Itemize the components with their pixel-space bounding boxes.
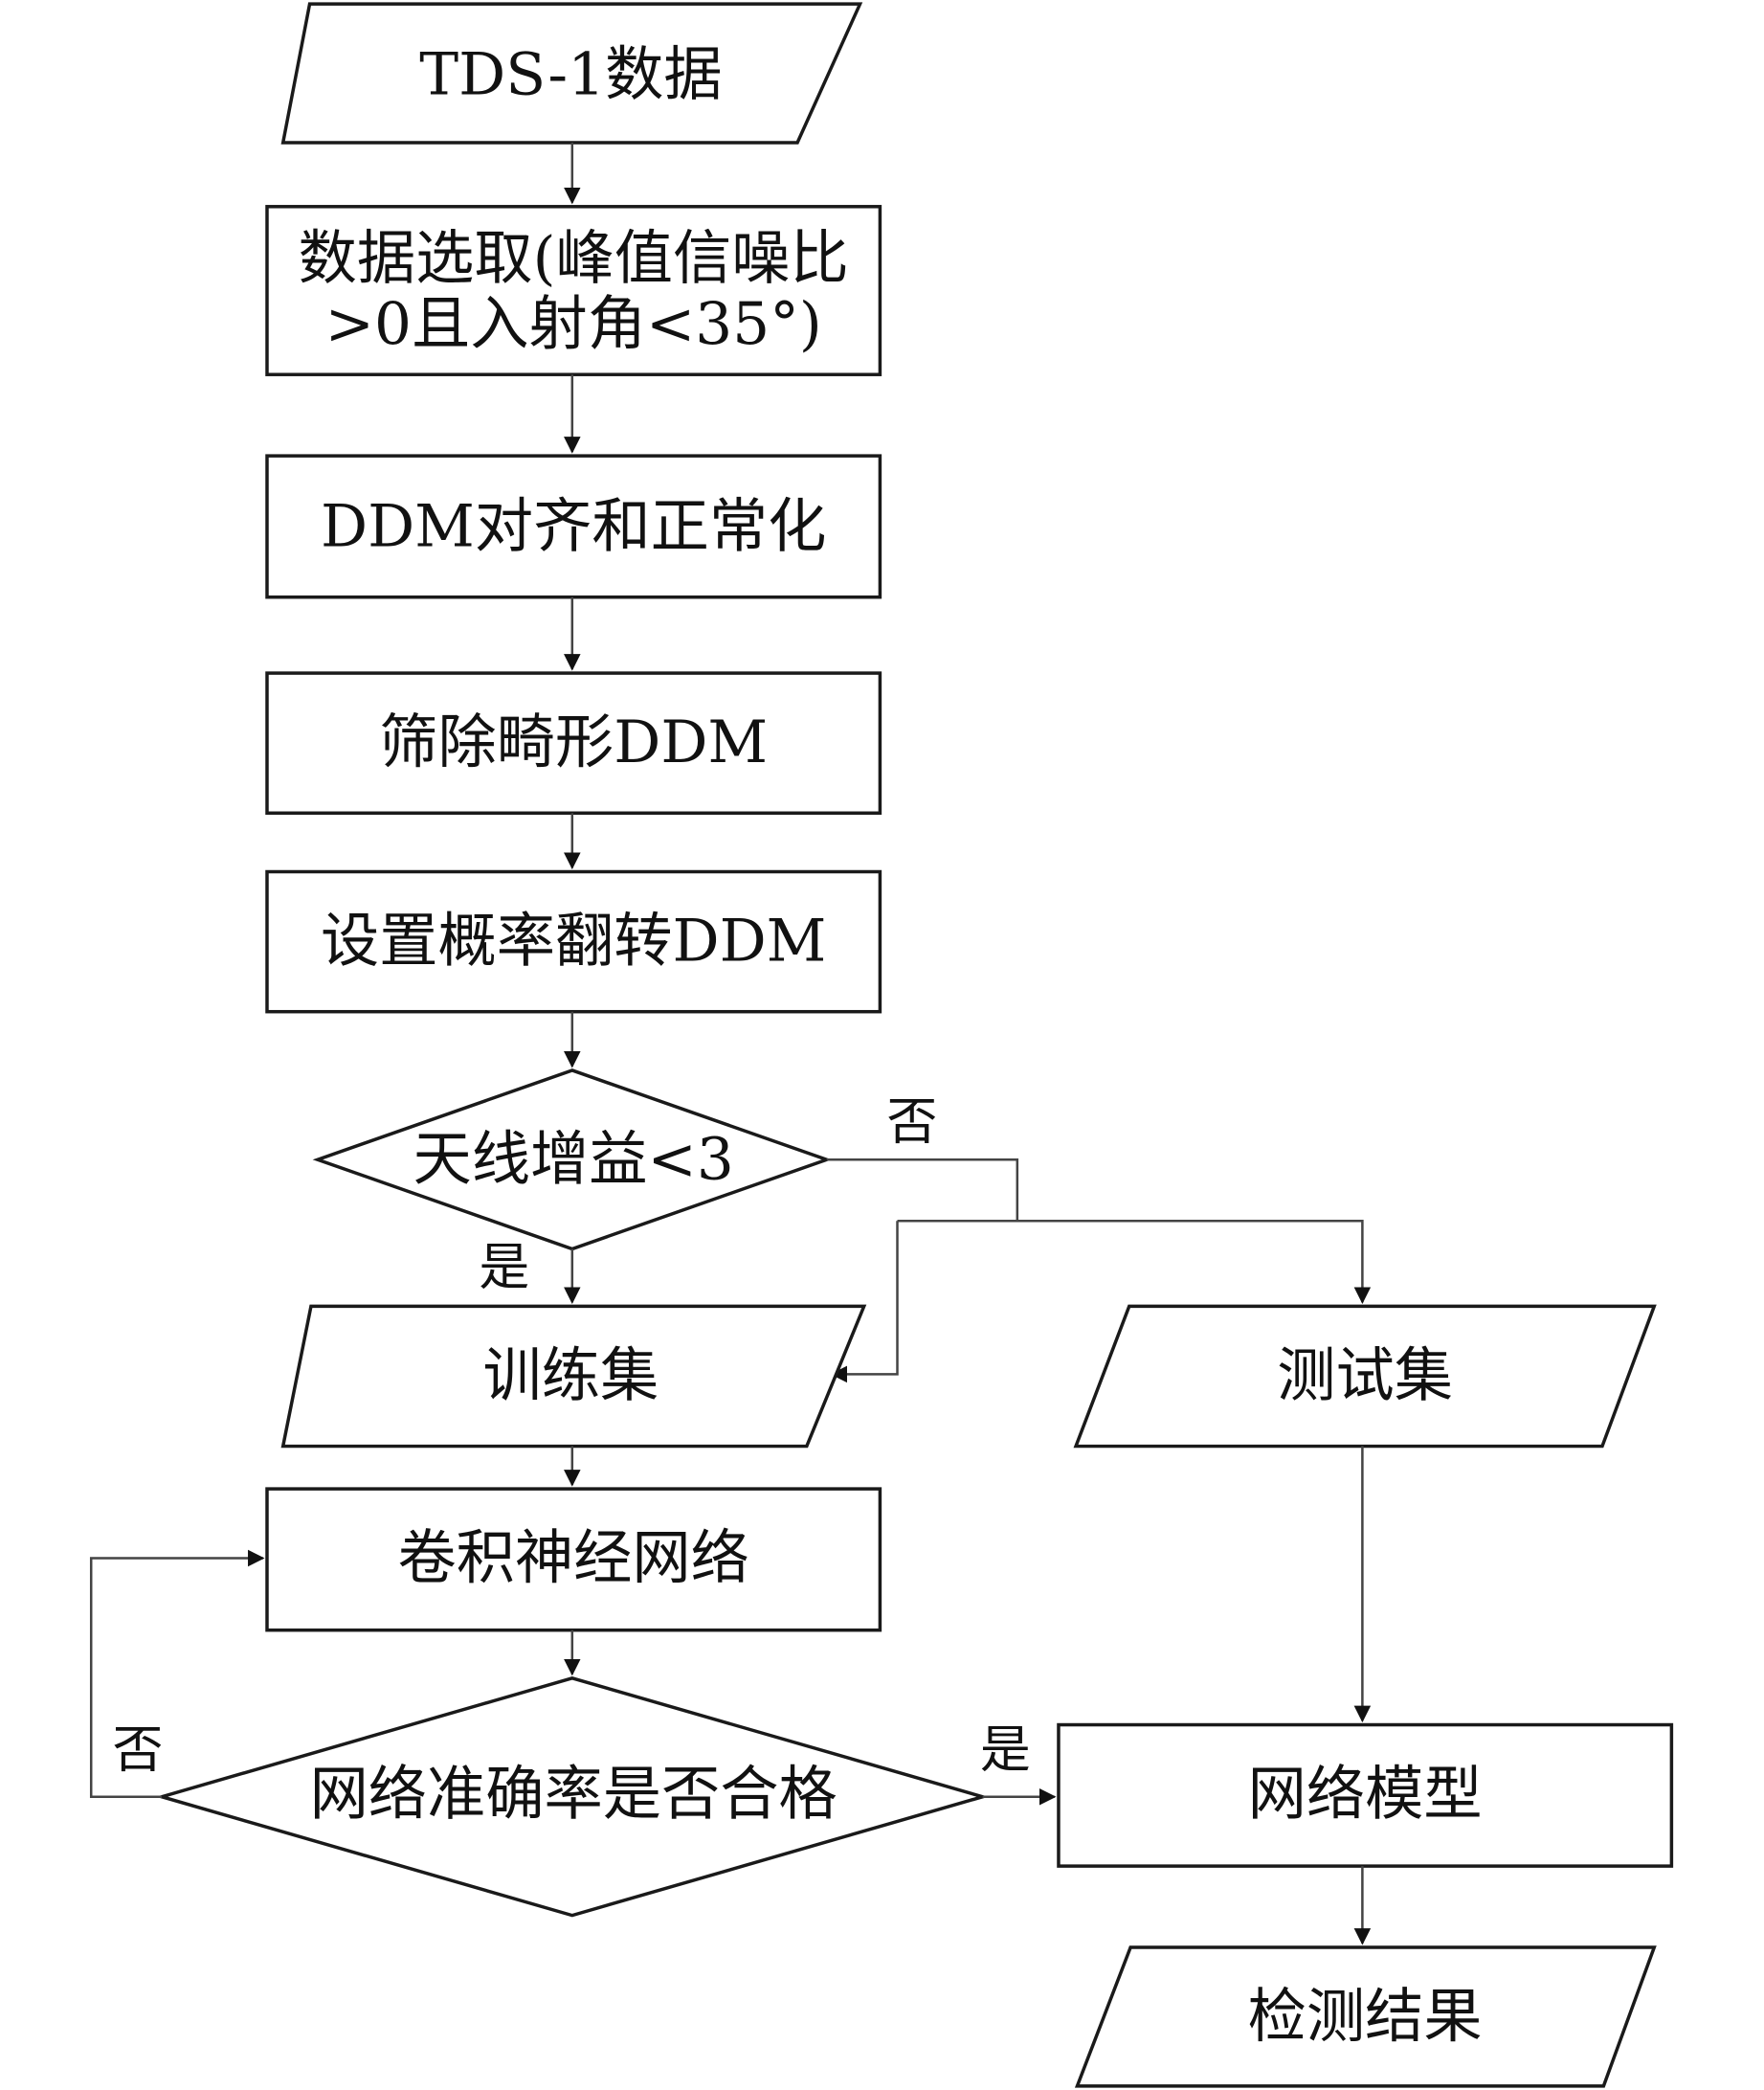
node-net-model: 网络模型 — [1057, 1722, 1674, 1868]
node-data-select-line1: 数据选取(峰值信噪比 — [299, 225, 849, 293]
node-result: 检测结果 — [1074, 1945, 1657, 2088]
node-flip-ddm: 设置概率翻转DDM — [265, 869, 882, 1014]
edge-gain-no-to-test — [897, 1220, 1372, 1304]
node-flip-ddm-label: 设置概率翻转DDM — [321, 907, 826, 975]
node-result-label: 检测结果 — [1248, 1983, 1483, 2051]
edge-gain-no-split — [826, 1157, 1019, 1222]
node-tds1-data-label: TDS-1数据 — [419, 40, 722, 108]
node-test-set-label: 测试集 — [1277, 1341, 1453, 1409]
node-accuracy-check-label: 网络准确率是否合格 — [310, 1760, 837, 1828]
node-train-set-label: 训练集 — [483, 1341, 659, 1409]
edge-acc-no-to-cnn — [89, 1549, 265, 1798]
edge-gain-yes-label: 是 — [479, 1239, 529, 1297]
node-net-model-label: 网络模型 — [1248, 1760, 1483, 1828]
node-data-select-line2: >0且入射角<35°) — [325, 290, 822, 358]
node-test-set: 测试集 — [1073, 1304, 1657, 1449]
node-ddm-align-label: DDM对齐和正常化 — [321, 492, 826, 560]
edge-acc-yes-label: 是 — [980, 1720, 1031, 1779]
edge-gain-no-to-train — [830, 1221, 899, 1383]
node-cnn: 卷积神经网络 — [265, 1487, 882, 1632]
node-cnn-label: 卷积神经网络 — [397, 1524, 749, 1592]
node-gain-check: 天线增益<3 — [312, 1068, 832, 1251]
node-filter-ddm: 筛除畸形DDM — [265, 671, 882, 815]
node-filter-ddm-label: 筛除畸形DDM — [379, 708, 768, 776]
node-train-set: 训练集 — [280, 1304, 867, 1449]
node-accuracy-check: 网络准确率是否合格 — [155, 1675, 989, 1918]
node-ddm-align: DDM对齐和正常化 — [265, 454, 882, 599]
node-tds1-data: TDS-1数据 — [280, 2, 863, 145]
edge-gain-no-label: 否 — [886, 1093, 937, 1152]
node-data-select: 数据选取(峰值信噪比 >0且入射角<35°) — [265, 205, 882, 376]
edge-acc-no-label: 否 — [113, 1720, 164, 1779]
node-gain-check-label: 天线增益<3 — [413, 1126, 734, 1194]
